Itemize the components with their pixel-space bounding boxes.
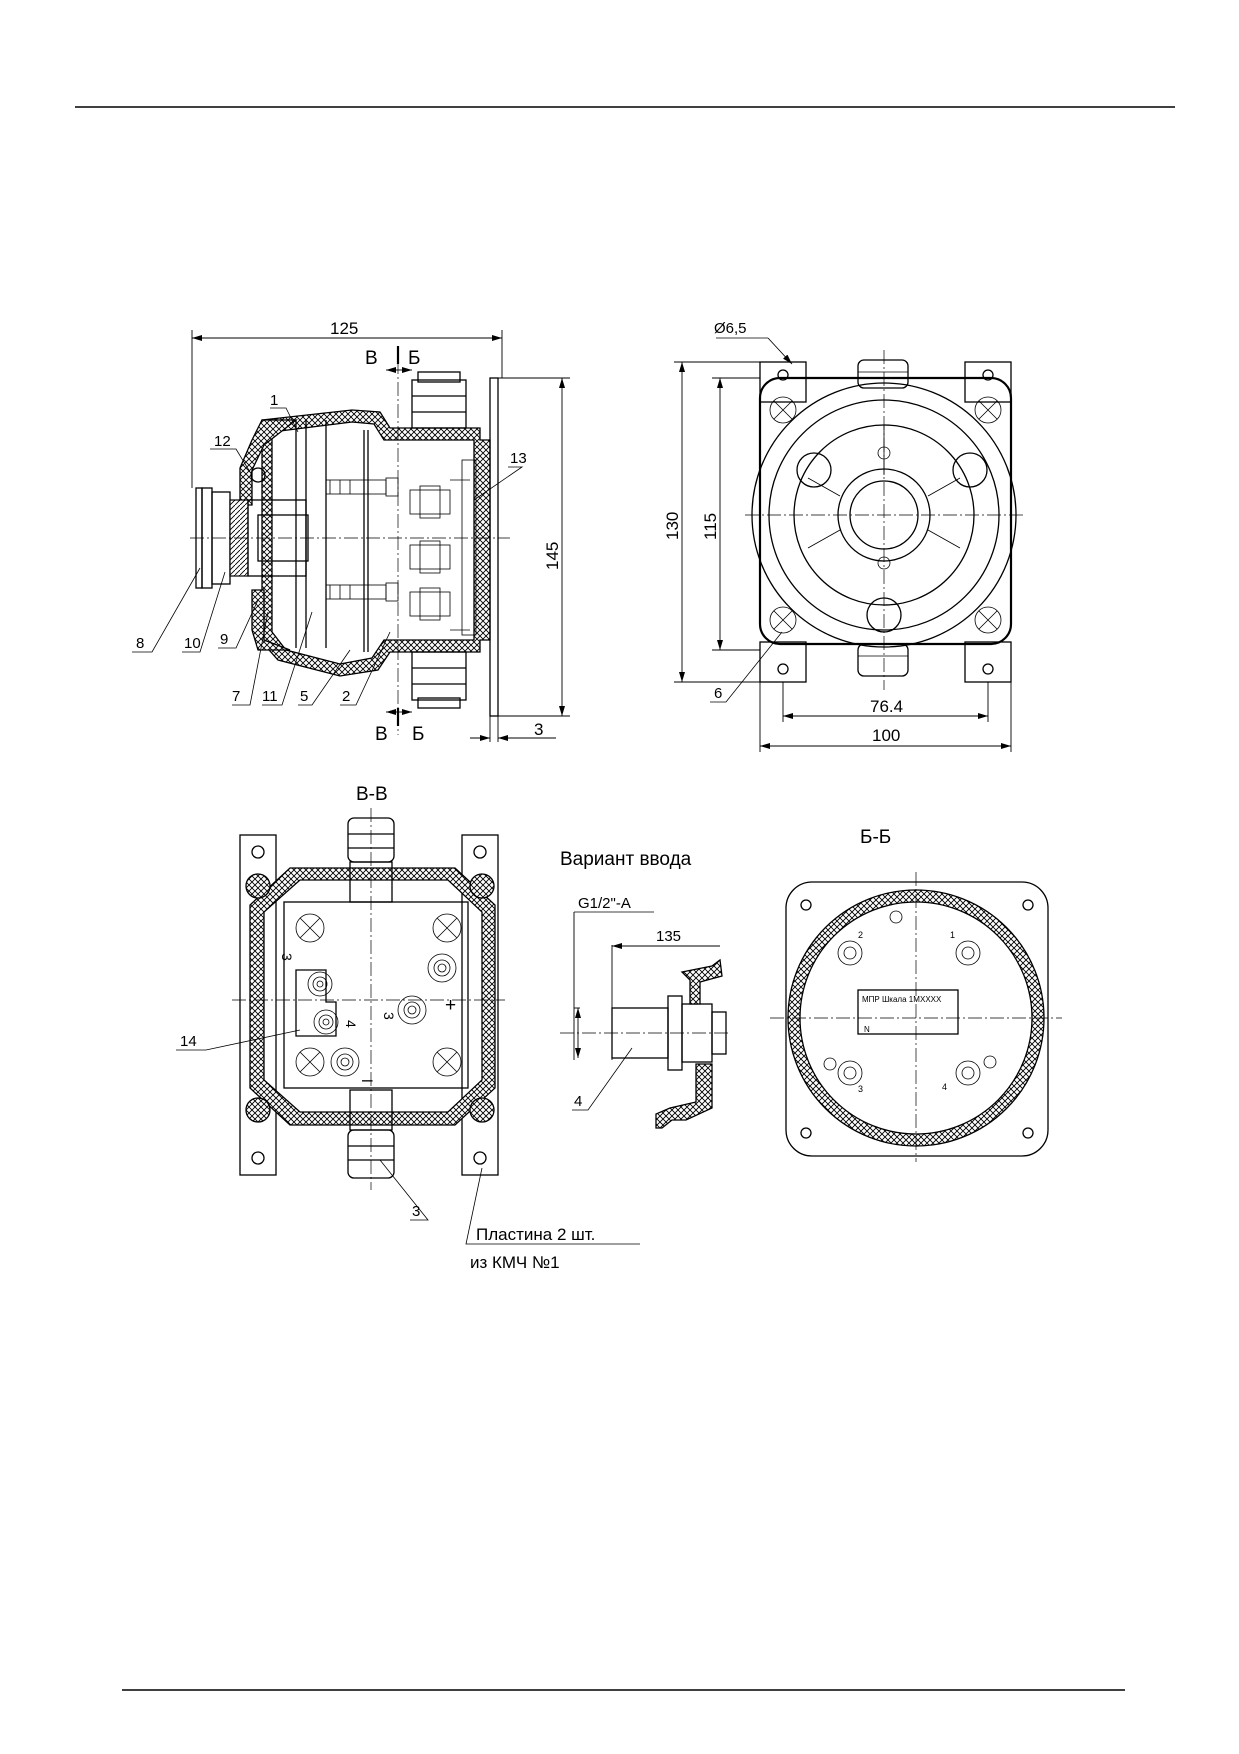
- screw-number-3: 3: [858, 1084, 863, 1094]
- cable-glands: [411, 371, 467, 709]
- entry-variant-view: Вариант ввода G1/2"-A 135 4: [560, 849, 730, 1129]
- terminal-label-3-right: 3: [381, 1012, 397, 1020]
- nameplate-line2: XXXX: [920, 995, 942, 1004]
- front-view: Ø6,5 130 115 76.4 100 6: [663, 320, 1025, 752]
- section-bb-title: Б-Б: [860, 827, 891, 848]
- dim-overall-width: 125: [330, 319, 358, 338]
- mounting-plate: [489, 377, 499, 717]
- terminal-label-minus: –: [362, 1070, 373, 1091]
- section-mark-v-bottom: В: [375, 724, 388, 745]
- callout-13: 13: [510, 450, 527, 467]
- terminal-label-3-left: 3: [279, 953, 295, 961]
- screw-number-4: 4: [942, 1082, 947, 1092]
- callout-1: 1: [270, 392, 278, 409]
- callout-3: 3: [412, 1203, 420, 1220]
- callout-2: 2: [342, 688, 350, 705]
- dim-height-outer: 130: [663, 512, 682, 540]
- terminal-block: [409, 459, 477, 636]
- section-vv-title: В-В: [356, 784, 388, 805]
- entry-variant-title: Вариант ввода: [560, 849, 692, 870]
- dim-overall-height: 145: [543, 542, 562, 570]
- dim-height-inner: 115: [701, 513, 720, 540]
- entry-dimension: 135: [656, 928, 681, 945]
- dim-width-holes: 76.4: [870, 697, 903, 716]
- dim-hole-diameter: Ø6,5: [714, 320, 747, 337]
- screw-number-2: 2: [858, 930, 863, 940]
- terminal-label-4: 4: [343, 1020, 359, 1028]
- callout-14: 14: [180, 1033, 197, 1050]
- plate-note-line2: из КМЧ №1: [470, 1253, 560, 1272]
- cover-lower: [251, 589, 291, 651]
- bolts: [325, 477, 399, 602]
- plate-note-line1: Пластина 2 шт.: [476, 1225, 595, 1244]
- callout-8: 8: [136, 635, 144, 652]
- nameplate: [857, 989, 959, 1035]
- section-mark-b-top: Б: [408, 348, 420, 369]
- section-mark-v-top: В: [365, 348, 378, 369]
- callout-4: 4: [574, 1093, 582, 1110]
- nameplate-line1: МПР Шкала 1М: [862, 995, 920, 1004]
- terminal-label-plus: +: [445, 995, 456, 1016]
- entry-thread-label: G1/2"-A: [578, 895, 631, 912]
- side-section-view: 125 145 3 В Б В Б: [132, 319, 570, 745]
- callout-7: 7: [232, 688, 240, 705]
- callout-6: 6: [714, 685, 722, 702]
- dim-width-outer: 100: [872, 726, 900, 745]
- callout-11: 11: [262, 688, 278, 705]
- callout-5: 5: [300, 688, 308, 705]
- nameplate-line3: N: [864, 1025, 870, 1034]
- side-callout-leaders: [132, 407, 524, 706]
- section-mark-b-bottom: Б: [412, 724, 424, 745]
- dim-plate-offset: 3: [534, 720, 543, 739]
- callout-12: 12: [214, 433, 231, 450]
- section-vv-view: В-В: [176, 784, 640, 1272]
- callout-10: 10: [184, 635, 201, 652]
- screw-number-1: 1: [950, 930, 955, 940]
- section-bb-view: Б-Б 2 1 3 4 МПР Шкала 1М XXXX N: [770, 827, 1062, 1162]
- callout-9: 9: [220, 631, 228, 648]
- cover: [239, 419, 298, 506]
